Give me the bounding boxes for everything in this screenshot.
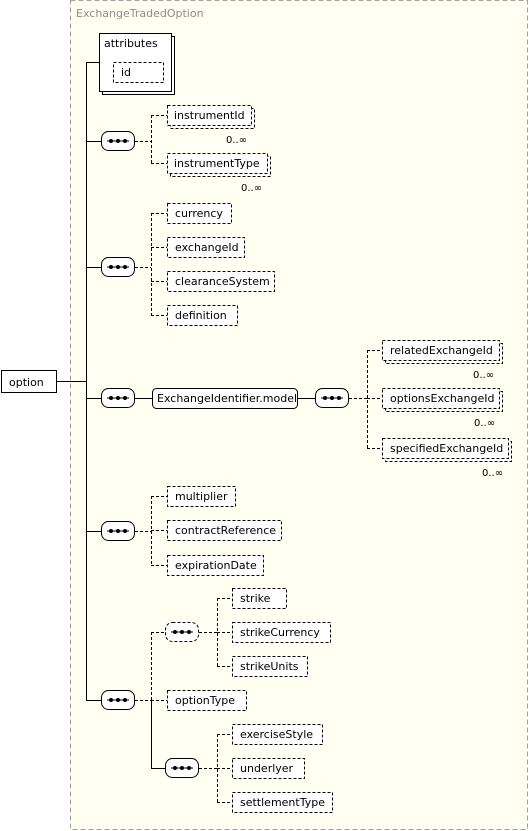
sequence-compositor-optional[interactable] [165,622,199,642]
svg-text:exerciseStyle: exerciseStyle [240,728,313,741]
element-optionsExchangeId[interactable]: optionsExchangeId [382,388,503,412]
svg-text:optionType: optionType [175,694,235,707]
complex-type-group [70,0,528,830]
svg-text:underlyer: underlyer [240,762,294,775]
sequence-compositor[interactable] [101,521,135,541]
svg-text:definition: definition [175,309,227,322]
element-strikeUnits[interactable]: strikeUnits [232,656,308,677]
attributes-box[interactable]: attributes id [99,33,175,95]
element-definition[interactable]: definition [167,305,238,326]
element-instrumentId[interactable]: instrumentId [167,105,255,129]
svg-text:instrumentId: instrumentId [174,109,245,122]
svg-text:optionsExchangeId: optionsExchangeId [390,392,495,405]
element-exerciseStyle[interactable]: exerciseStyle [232,724,323,745]
model-group-box[interactable] [152,388,298,409]
occurrence-instrumentId: 0..∞ [226,135,247,146]
occurrence-optionsExchangeId: 0..∞ [474,418,495,429]
svg-text:expirationDate: expirationDate [175,559,257,572]
element-clearanceSystem[interactable]: clearanceSystem [167,271,275,292]
svg-text:specifiedExchangeId: specifiedExchangeId [390,442,503,455]
occurrence-relatedExchangeId: 0..∞ [473,370,494,381]
element-contractReference[interactable]: contractReference [167,520,282,541]
element-optionType[interactable]: optionType [167,690,247,711]
element-settlementType[interactable]: settlementType [232,792,333,813]
sequence-compositor[interactable] [101,690,135,710]
attribute-id-box[interactable] [113,62,164,83]
sequence-compositor[interactable] [101,131,135,151]
root-element-box[interactable] [1,370,57,393]
svg-text:settlementType: settlementType [240,796,325,809]
element-exchangeId[interactable]: exchangeId [167,237,245,258]
svg-text:exchangeId: exchangeId [175,241,239,254]
element-multiplier[interactable]: multiplier [167,486,236,507]
sequence-compositor[interactable] [101,257,135,277]
svg-text:strike: strike [240,592,271,605]
element-currency[interactable]: currency [167,203,232,224]
occurrence-specifiedExchangeId: 0..∞ [482,468,503,479]
sequence-compositor[interactable] [315,388,349,408]
svg-text:clearanceSystem: clearanceSystem [175,275,270,288]
element-instrumentType[interactable]: instrumentType [167,153,271,177]
sequence-compositor[interactable] [101,388,135,408]
sequence-compositor[interactable] [165,758,199,778]
svg-text:strikeUnits: strikeUnits [240,660,299,673]
svg-text:currency: currency [175,207,223,220]
svg-text:contractReference: contractReference [175,524,276,537]
element-relatedExchangeId[interactable]: relatedExchangeId [382,340,503,364]
element-underlyer[interactable]: underlyer [232,758,305,779]
attribute-id-label: id [121,66,131,79]
root-element-label: option [9,376,44,389]
attributes-label: attributes [104,37,158,50]
model-group-label: ExchangeIdentifier.model [157,392,297,405]
element-strikeCurrency[interactable]: strikeCurrency [232,622,331,643]
solid-connectors [57,62,315,769]
svg-text:strikeCurrency: strikeCurrency [240,626,320,639]
svg-text:multiplier: multiplier [175,490,228,503]
svg-text:instrumentType: instrumentType [174,157,260,170]
group-title: ExchangeTradedOption [76,7,204,20]
svg-text:relatedExchangeId: relatedExchangeId [390,344,493,357]
element-specifiedExchangeId[interactable]: specifiedExchangeId [382,438,512,462]
occurrence-instrumentType: 0..∞ [241,183,262,194]
element-expirationDate[interactable]: expirationDate [167,555,264,576]
element-strike[interactable]: strike [232,588,287,609]
optional-connectors [135,115,382,803]
